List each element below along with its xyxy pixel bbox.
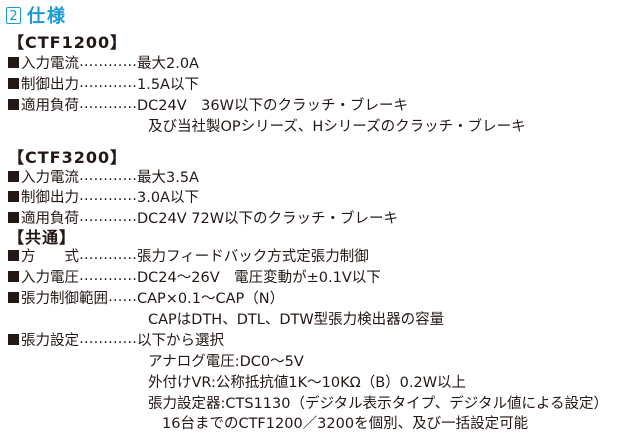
square-bullet-icon (8, 56, 19, 68)
leader-dots: ………… (79, 96, 137, 112)
spec-row: 制御出力 ………… 1.5A以下 (8, 73, 199, 93)
square-bullet-icon (8, 77, 19, 89)
leader-dots: ………… (79, 75, 137, 91)
leader-dots: …… (108, 289, 137, 305)
spec-label: 入力電流 (21, 169, 79, 186)
section-title-text: 仕様 (27, 6, 67, 27)
square-bullet-icon (8, 98, 19, 110)
spec-label: 張力制御範囲 (21, 290, 108, 307)
spec-value: 最大3.5A (137, 169, 199, 186)
spec-continuation: 及び当社製OPシリーズ、Hシリーズのクラッチ・ブレーキ (148, 118, 526, 135)
spec-row: 入力電流 ………… 最大3.5A (8, 166, 199, 186)
section-title: 2 仕様 (6, 4, 67, 27)
spec-label: 張力設定 (21, 332, 79, 349)
section-number: 2 (6, 6, 21, 24)
setting-option: 外付けVR:公称抵抗値1K～10KΩ（B）0.2W以上 (148, 374, 467, 391)
leader-dots: ………… (79, 168, 137, 184)
spec-value: DC24～26V 電圧変動が±0.1V以下 (137, 269, 381, 286)
ctf1200-heading: 【CTF1200】 (8, 33, 128, 52)
spec-label: 入力電圧 (21, 269, 79, 286)
spec-row: 入力電流 ………… 最大2.0A (8, 52, 199, 72)
spec-label: 適用負荷 (21, 97, 79, 114)
square-bullet-icon (8, 249, 19, 261)
common-heading: 【共通】 (8, 228, 77, 247)
spec-value: 張力フィードバック方式定張力制御 (137, 248, 369, 265)
spec-value: DC24V 36W以下のクラッチ・ブレーキ (137, 97, 408, 114)
spec-row: 制御出力 ………… 3.0A以下 (8, 186, 199, 206)
spec-value: 最大2.0A (137, 55, 199, 72)
square-bullet-icon (8, 270, 19, 282)
square-bullet-icon (8, 211, 19, 223)
spec-row: 方 式 ………… 張力フィードバック方式定張力制御 (8, 245, 369, 265)
leader-dots: ………… (79, 209, 137, 225)
spec-row: 適用負荷 ………… DC24V 36W以下のクラッチ・ブレーキ (8, 94, 408, 114)
spec-label: 制御出力 (21, 76, 79, 93)
spec-row: 適用負荷 ………… DC24V 72W以下のクラッチ・ブレーキ (8, 207, 398, 227)
setting-option: 張力設定器:CTS1130（デジタル表示タイプ、デジタル値による設定） (148, 395, 609, 412)
leader-dots: ………… (79, 331, 137, 347)
square-bullet-icon (8, 291, 19, 303)
spec-value: 以下から選択 (137, 332, 224, 349)
leader-dots: ………… (79, 247, 137, 263)
spec-value: CAP×0.1～CAP（N） (137, 290, 285, 307)
leader-dots: ………… (79, 54, 137, 70)
spec-continuation: CAPはDTH、DTL、DTW型張力検出器の容量 (148, 311, 445, 328)
leader-dots: ………… (79, 188, 137, 204)
spec-label: 入力電流 (21, 55, 79, 72)
spec-row: 張力設定 ………… 以下から選択 (8, 329, 224, 349)
ctf3200-heading: 【CTF3200】 (8, 148, 128, 167)
leader-dots: ………… (79, 268, 137, 284)
square-bullet-icon (8, 170, 19, 182)
spec-value: 1.5A以下 (137, 76, 199, 93)
square-bullet-icon (8, 333, 19, 345)
spec-row: 入力電圧 ………… DC24～26V 電圧変動が±0.1V以下 (8, 266, 381, 286)
spec-value: 3.0A以下 (137, 189, 199, 206)
square-bullet-icon (8, 190, 19, 202)
setting-option: アナログ電圧:DC0～5V (148, 353, 304, 370)
spec-label: 制御出力 (21, 189, 79, 206)
setting-option: 16台までのCTF1200／3200を個別、及び一括設定可能 (162, 415, 529, 432)
spec-value: DC24V 72W以下のクラッチ・ブレーキ (137, 210, 399, 227)
spec-label: 適用負荷 (21, 210, 79, 227)
spec-row: 張力制御範囲 …… CAP×0.1～CAP（N） (8, 287, 284, 307)
spec-label: 方 式 (21, 248, 79, 265)
